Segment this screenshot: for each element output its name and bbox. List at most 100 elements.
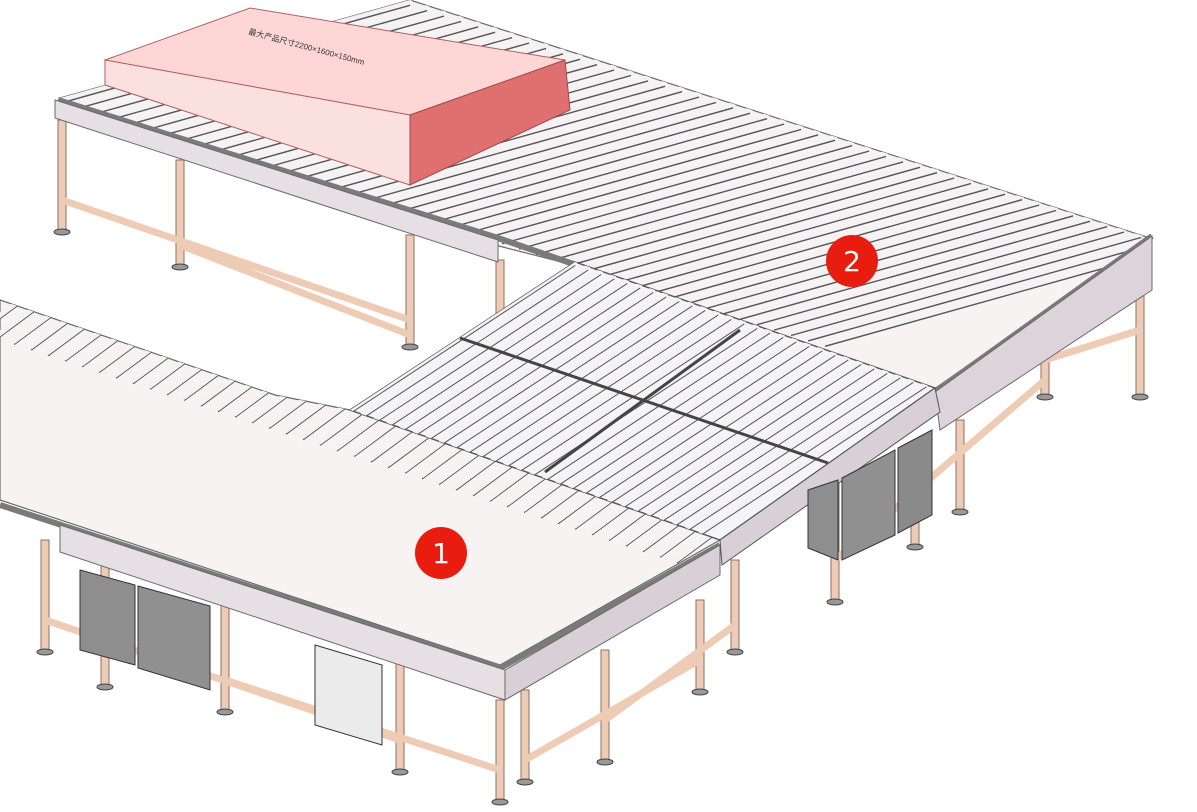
center-roller <box>438 291 669 444</box>
left-right-side-panel <box>504 544 721 701</box>
center-roller <box>477 304 708 458</box>
leveling-foot <box>171 263 189 271</box>
center-roller-shadow <box>700 385 927 536</box>
center-roller-shadow <box>674 376 901 527</box>
back-roller-shadow <box>552 160 904 261</box>
back-roller <box>652 188 1008 292</box>
left-right-rail <box>498 542 722 671</box>
leveling-foot <box>906 543 924 551</box>
back-roller <box>431 118 787 222</box>
leveling-foot <box>391 768 409 776</box>
back-front-rail <box>57 97 586 271</box>
leveling-foot <box>826 598 844 606</box>
marker-1: 1 <box>415 527 467 579</box>
back-roller <box>516 145 872 249</box>
center-roller-shadow <box>648 367 875 518</box>
frame-leg <box>395 659 405 771</box>
back-roller-shadow <box>603 176 955 277</box>
center-roller <box>451 295 682 449</box>
cabinet-right-3 <box>897 429 933 534</box>
leveling-foot <box>516 778 534 786</box>
frame-leg <box>600 649 610 761</box>
cabinet-left-2 <box>137 585 211 691</box>
back-roller <box>397 107 753 211</box>
center-roller <box>542 327 773 480</box>
center-roller <box>425 286 656 440</box>
frame-beam <box>60 196 412 324</box>
center-roller <box>412 282 643 435</box>
back-roller-shadow <box>620 182 972 283</box>
center-roller <box>399 277 630 431</box>
back-roller <box>635 183 991 287</box>
back-roller-shadow <box>739 220 1091 320</box>
center-roller-shadow <box>687 381 914 531</box>
leveling-foot <box>951 508 969 516</box>
back-roller-shadow <box>756 225 1108 326</box>
back-right-side-panel <box>934 235 1153 431</box>
leveling-foot <box>596 758 614 766</box>
leveling-foot <box>96 683 114 691</box>
cabinet-right-1 <box>807 479 839 561</box>
center-roller-shadow <box>635 363 862 513</box>
back-roller <box>805 237 1150 341</box>
back-roller-shadow <box>773 230 1125 331</box>
back-roller <box>482 134 838 238</box>
center-roller-shadow <box>661 372 888 522</box>
leveling-foot <box>216 708 234 716</box>
back-roller <box>771 226 1127 330</box>
back-roller-shadow <box>790 236 1142 337</box>
back-roller <box>720 210 1076 314</box>
frame-beam <box>523 656 702 764</box>
center-roller <box>503 313 734 467</box>
frame-leg <box>520 689 530 781</box>
center-roller-shadow <box>596 349 823 500</box>
leveling-foot <box>691 688 709 696</box>
frame-beam <box>178 241 412 339</box>
center-roller-shadow <box>583 345 810 495</box>
frame-leg <box>220 599 230 711</box>
center-roller <box>516 318 747 471</box>
back-roller <box>754 220 1110 324</box>
marker-2-circle <box>826 235 878 287</box>
marker-1-circle <box>415 527 467 579</box>
back-roller-shadow <box>518 149 870 250</box>
back-roller-shadow <box>807 241 1150 342</box>
frame-beam <box>1043 326 1142 364</box>
back-roller <box>380 102 736 206</box>
back-roller <box>414 112 770 216</box>
back-roller-shadow <box>705 209 1057 310</box>
back-front-side-panel <box>54 99 499 263</box>
frame-leg <box>40 539 50 651</box>
back-roller <box>533 150 889 254</box>
frame-leg <box>495 699 505 801</box>
cabinet-left-1 <box>79 569 136 666</box>
back-roller-shadow <box>382 106 734 207</box>
center-roller <box>490 309 721 462</box>
back-roller <box>703 204 1059 308</box>
center-roller <box>360 264 591 417</box>
frame-leg <box>57 119 67 231</box>
back-roller <box>584 166 940 270</box>
back-roller <box>737 215 1093 319</box>
center-roller <box>373 268 604 422</box>
leveling-foot <box>726 648 744 656</box>
center-roller <box>386 273 617 426</box>
back-roller-shadow <box>416 117 768 218</box>
back-roller-shadow <box>501 144 853 245</box>
back-roller-shadow <box>586 171 938 272</box>
leveling-foot <box>36 648 54 656</box>
back-roller <box>567 161 923 265</box>
back-roller <box>601 172 957 276</box>
back-roller <box>788 231 1144 335</box>
center-roller-shadow <box>622 358 849 509</box>
leveling-foot <box>491 798 509 806</box>
center-roller-shadow <box>609 354 836 504</box>
leveling-foot <box>401 343 419 351</box>
leveling-foot <box>1131 393 1149 401</box>
product-box-side <box>409 59 571 186</box>
cabinets <box>79 429 933 746</box>
center-right-side-panel <box>719 387 941 566</box>
back-roller-shadow <box>450 128 802 229</box>
back-roller-shadow <box>484 139 836 239</box>
